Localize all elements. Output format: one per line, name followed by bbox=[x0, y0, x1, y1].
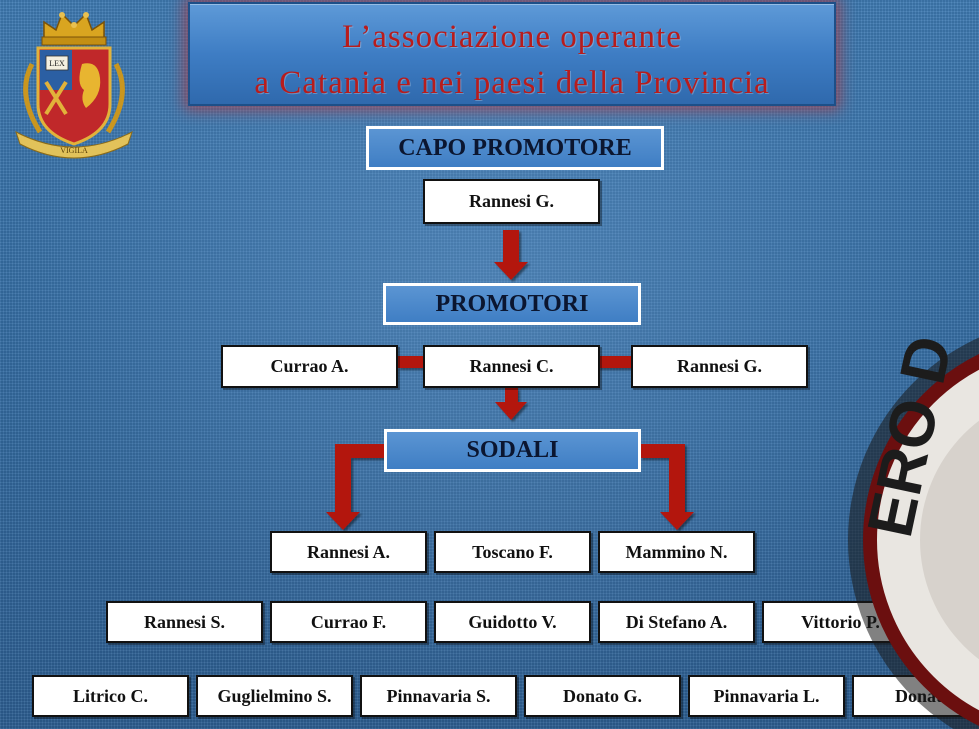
node-promotore: Currao A. bbox=[221, 345, 398, 388]
arrow-promotori-to-sodali bbox=[495, 388, 527, 420]
arrow-capo-to-promotori bbox=[494, 230, 528, 280]
title-banner: L’associazione operante a Catania e nei … bbox=[188, 2, 836, 106]
node-promotore: Rannesi G. bbox=[631, 345, 808, 388]
header-promotori: PROMOTORI bbox=[383, 283, 641, 325]
node-promotore: Rannesi C. bbox=[423, 345, 600, 388]
node-sodale: Pinnavaria S. bbox=[360, 675, 517, 717]
node-sodale: Currao F. bbox=[270, 601, 427, 643]
node-sodale: Rannesi S. bbox=[106, 601, 263, 643]
node-sodale: Guglielmino S. bbox=[196, 675, 353, 717]
node-sodale: Toscano F. bbox=[434, 531, 591, 573]
link-currao-rannesi bbox=[398, 356, 424, 368]
title-line-1: L’associazione operante bbox=[342, 19, 682, 55]
node-sodale: Donato G. bbox=[524, 675, 681, 717]
header-capo-promotore: CAPO PROMOTORE bbox=[366, 126, 664, 170]
badge-decoration-icon: ERO D bbox=[848, 330, 979, 729]
node-sodale: Guidotto V. bbox=[434, 601, 591, 643]
arrow-sodali-right bbox=[640, 444, 694, 530]
node-sodale: Di Stefano A. bbox=[598, 601, 755, 643]
node-capo-promotore: Rannesi G. bbox=[423, 179, 600, 224]
police-emblem-icon: LEX VIGILA bbox=[15, 12, 133, 159]
link-rannesi-rannesi bbox=[598, 356, 632, 368]
header-sodali: SODALI bbox=[384, 429, 641, 472]
node-sodale: Mammino N. bbox=[598, 531, 755, 573]
node-sodale: Pinnavaria L. bbox=[688, 675, 845, 717]
node-sodale: Rannesi A. bbox=[270, 531, 427, 573]
emblem-shield-text: LEX bbox=[49, 59, 65, 68]
arrow-sodali-left bbox=[326, 444, 386, 530]
node-sodale: Litrico C. bbox=[32, 675, 189, 717]
title-line-2: a Catania e nei paesi della Provincia bbox=[254, 65, 770, 101]
emblem-ribbon-text: VIGILA bbox=[60, 146, 88, 155]
